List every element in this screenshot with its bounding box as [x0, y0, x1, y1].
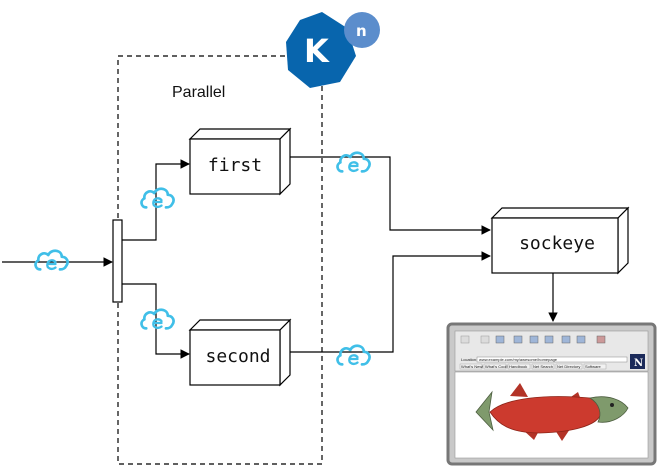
cloudevent-icon — [140, 308, 175, 330]
bookmark-label: Handbook — [509, 364, 527, 369]
toolbar-back-icon — [460, 335, 470, 344]
bookmark-label: Net Directory — [557, 364, 580, 369]
parallel-label: Parallel — [172, 84, 225, 101]
node-sockeye-label: sockeye — [519, 233, 595, 254]
knative-logo: K n — [286, 12, 380, 88]
salmon-head — [588, 396, 629, 423]
browser-window: Location: www.example.com/my/awesome/hom… — [446, 322, 657, 466]
bookmark-button[interactable] — [583, 363, 607, 370]
salmon-illustration — [475, 383, 629, 441]
bookmark-button[interactable] — [459, 363, 483, 370]
node-second: second — [188, 318, 292, 387]
bookmark-label: What's Cool! — [485, 364, 508, 369]
node-second-label: second — [205, 346, 270, 367]
bookmark-label: Software — [585, 364, 602, 369]
toolbar-open-icon — [544, 335, 554, 344]
knative-logo-superscript: n — [356, 22, 367, 40]
bookmark-button[interactable] — [531, 363, 555, 370]
knative-logo-badge — [344, 12, 380, 48]
toolbar-home-icon — [495, 335, 505, 344]
browser-toolbar — [460, 335, 606, 344]
netscape-logo — [630, 354, 645, 369]
toolbar-print-icon — [561, 335, 571, 344]
cloudevent-icon — [336, 151, 371, 173]
toolbar-find-icon — [576, 335, 586, 344]
toolbar-stop-icon — [596, 335, 606, 344]
splitter-bar — [112, 219, 123, 303]
salmon-dorsal-fin — [510, 383, 528, 397]
bookmark-label: What's New! — [461, 364, 483, 369]
location-label: Location: — [461, 357, 477, 362]
bookmark-bar: What's New! What's Cool! Handbook Net Se… — [459, 363, 607, 370]
node-first: first — [188, 127, 292, 196]
cloudevent-icon — [336, 344, 371, 366]
toolbar-reload-icon — [513, 335, 523, 344]
bookmark-button[interactable] — [483, 363, 507, 370]
parallel-group-border — [117, 55, 323, 465]
url-field[interactable] — [476, 356, 628, 363]
node-first-label: first — [208, 155, 262, 176]
cloudevent-icon — [140, 187, 175, 209]
knative-logo-heptagon — [286, 12, 356, 88]
bookmark-button[interactable] — [555, 363, 583, 370]
netscape-logo-letter: N — [634, 358, 643, 369]
toolbar-images-icon — [529, 335, 539, 344]
url-text: www.example.com/my/awesome/homepage — [479, 357, 558, 362]
cloudevent-icon — [34, 249, 69, 271]
knative-logo-letter: K — [304, 32, 330, 70]
arrow-first-to-sockeye — [290, 156, 491, 235]
salmon-tail — [475, 390, 494, 432]
bookmark-button[interactable] — [507, 363, 531, 370]
node-sockeye: sockeye — [490, 206, 630, 275]
salmon-eye — [610, 403, 614, 407]
toolbar-forward-icon — [480, 335, 490, 344]
bookmark-label: Net Search — [533, 364, 553, 369]
